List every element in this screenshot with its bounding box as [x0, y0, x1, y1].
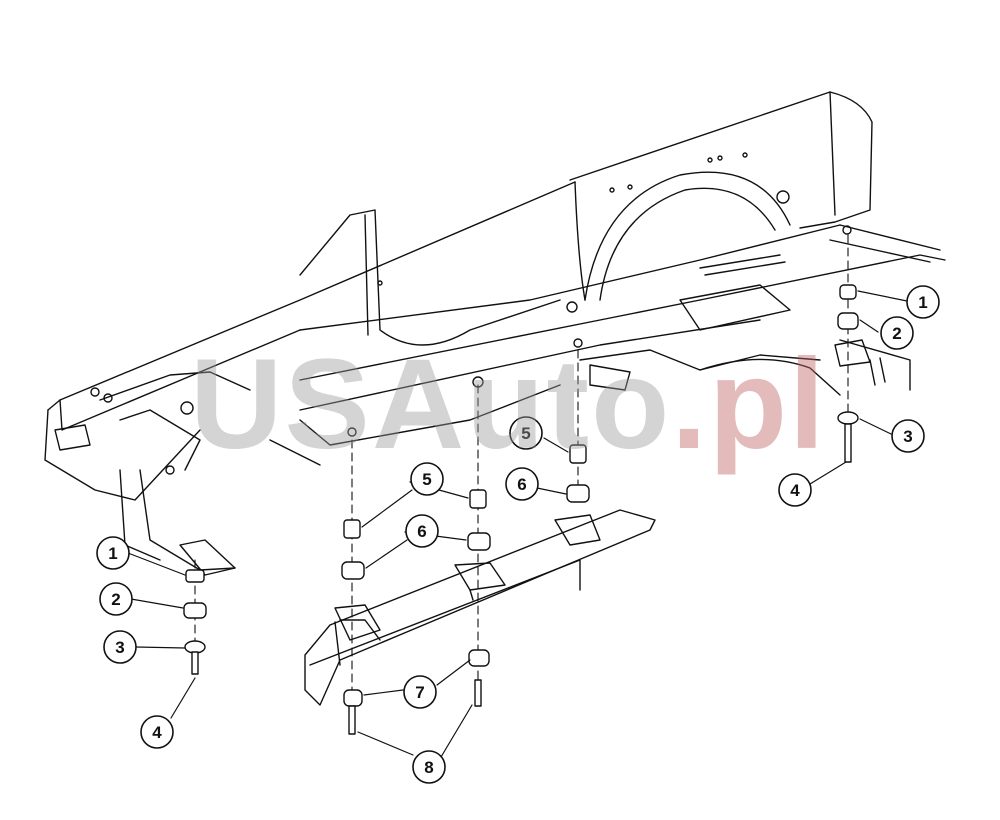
callout-number: 7	[415, 683, 424, 702]
cushion-lower	[467, 532, 491, 551]
callout-number: 3	[903, 427, 912, 446]
callout-7: 7	[403, 675, 437, 709]
leader-lines	[127, 290, 908, 758]
bolt	[348, 705, 356, 735]
insulator-upper	[839, 284, 857, 300]
mount-components	[183, 284, 859, 735]
body-holes	[90, 152, 852, 475]
cushion-lower	[341, 561, 365, 580]
callout-number: 2	[892, 324, 901, 343]
cushion-upper	[469, 489, 487, 509]
cushion-lower	[566, 484, 590, 503]
insulator-upper	[185, 569, 205, 583]
callout-2: 2	[99, 582, 133, 616]
bolt	[844, 423, 852, 463]
callout-number: 2	[111, 590, 120, 609]
mount-brackets	[179, 339, 871, 641]
callout-circle	[906, 285, 940, 319]
insulator-lower	[837, 312, 859, 330]
callout-circle	[96, 536, 130, 570]
callout-circle	[103, 630, 137, 664]
callout-circle	[880, 316, 914, 350]
callout-number: 4	[790, 481, 800, 500]
callout-number: 4	[152, 723, 162, 742]
cushion-upper	[569, 444, 587, 464]
callout-circle	[99, 582, 133, 616]
callout-6: 6	[405, 514, 439, 548]
callout-3: 3	[103, 630, 137, 664]
callout-2: 2	[880, 316, 914, 350]
callout-number: 5	[422, 470, 431, 489]
callout-8: 8	[412, 750, 446, 784]
retainer	[468, 649, 490, 667]
callout-4: 4	[140, 715, 174, 749]
callout-circle	[412, 750, 446, 784]
retainer	[837, 411, 859, 425]
callout-number: 1	[918, 293, 927, 312]
callout-circle	[403, 675, 437, 709]
callout-5: 5	[509, 416, 543, 450]
retainer	[184, 640, 206, 654]
callout-circle	[405, 514, 439, 548]
callout-number: 6	[417, 522, 426, 541]
callout-3: 3	[891, 419, 925, 453]
callout-circle	[140, 715, 174, 749]
vehicle-body	[44, 91, 946, 571]
callout-number: 6	[517, 475, 526, 494]
callout-6: 6	[505, 467, 539, 501]
bolt	[474, 679, 482, 707]
callout-1: 1	[96, 536, 130, 570]
callout-circle	[509, 416, 543, 450]
callout-4: 4	[778, 473, 812, 507]
frame-rail	[304, 509, 656, 706]
retainer	[343, 689, 363, 707]
callout-number: 1	[108, 544, 117, 563]
callout-number: 5	[521, 424, 530, 443]
callout-5: 5	[410, 462, 444, 496]
callout-circle	[778, 473, 812, 507]
callout-1: 1	[906, 285, 940, 319]
callout-number: 8	[424, 758, 433, 777]
callout-number: 3	[115, 638, 124, 657]
callout-circle	[505, 467, 539, 501]
insulator-lower	[183, 602, 207, 619]
bolt	[191, 651, 199, 675]
cushion-upper	[343, 519, 361, 539]
callout-circle	[410, 462, 444, 496]
callout-circle	[891, 419, 925, 453]
